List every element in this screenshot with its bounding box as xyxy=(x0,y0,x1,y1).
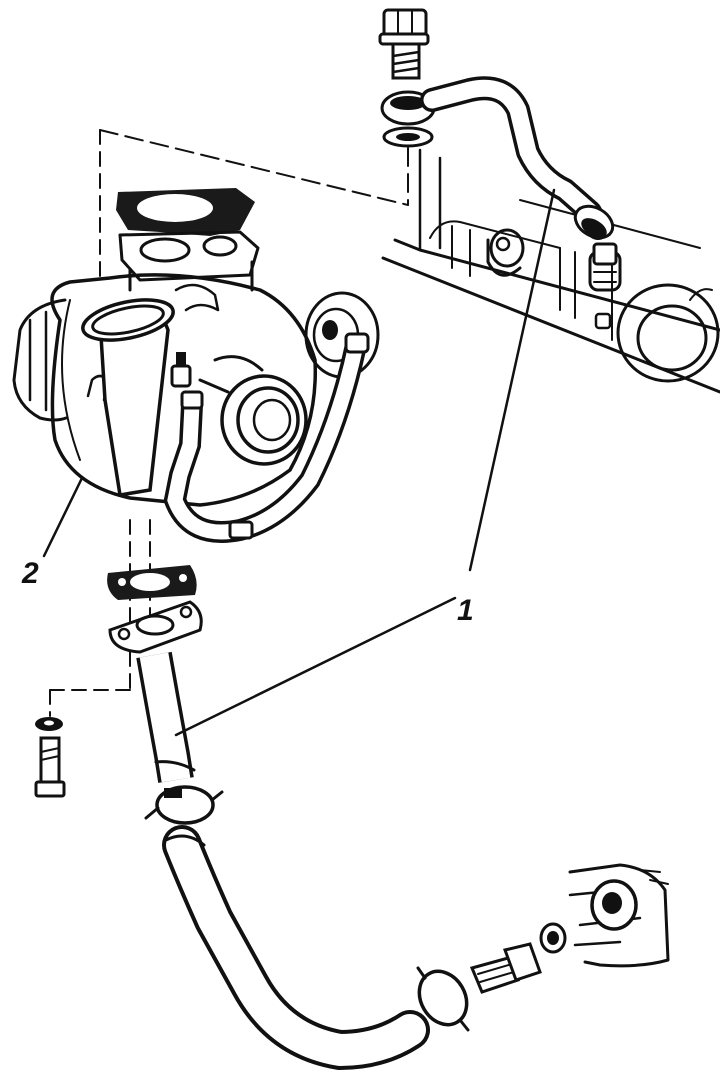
crankcase-section xyxy=(568,863,670,968)
callout-2-label: 2 xyxy=(21,557,39,590)
engine-block-boss xyxy=(486,228,525,277)
assembly-lines xyxy=(49,129,409,717)
leader-lines xyxy=(42,188,556,737)
flange-gaskets xyxy=(107,565,203,654)
oil-feed-pipe xyxy=(420,76,618,266)
turbocharger xyxy=(12,188,380,543)
callout-1-label: 1 xyxy=(457,594,474,627)
hose-clamps xyxy=(144,785,470,1032)
oil-return-pipe xyxy=(136,651,430,1070)
return-fitting xyxy=(469,922,567,994)
mounting-bolt xyxy=(34,717,66,798)
engine-bore-ring xyxy=(616,283,720,383)
banjo-bolt xyxy=(378,8,430,80)
